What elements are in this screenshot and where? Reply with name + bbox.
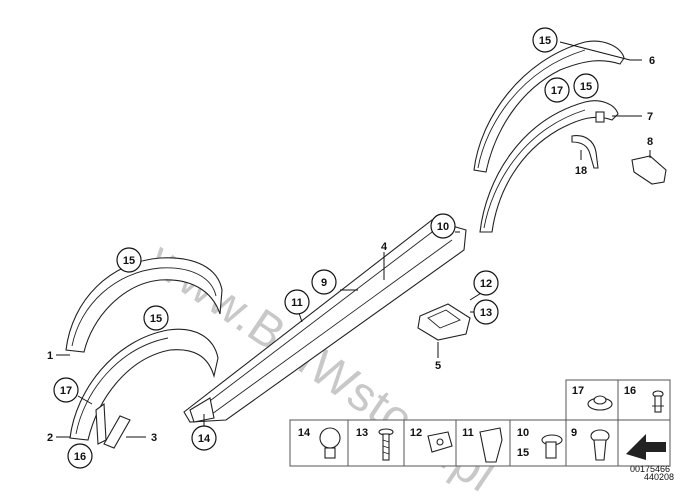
callout-17-rear: 17 (551, 85, 563, 97)
legend-9: 9 (571, 427, 577, 439)
callout-15-rear-upper: 15 (539, 35, 551, 47)
jack-pad (417, 303, 471, 341)
callout-7: 7 (647, 111, 653, 123)
callout-5: 5 (435, 360, 441, 372)
callout-6: 6 (649, 55, 655, 67)
legend-17: 17 (572, 385, 584, 397)
direction-arrow-icon (626, 434, 666, 460)
callout-16: 16 (74, 451, 86, 463)
wheel-arch-front-lower (69, 328, 219, 445)
callout-14: 14 (198, 433, 211, 445)
callout-18: 18 (575, 165, 587, 177)
side-sill-cover (183, 219, 467, 423)
push-rivet-16-icon (652, 390, 664, 413)
legend-14: 14 (298, 427, 311, 439)
fastener-legend: 17 16 14 13 12 11 10 15 9 (289, 379, 671, 467)
parts-diagram: 15 6 17 15 7 8 18 10 4 9 11 12 13 5 15 1… (47, 27, 674, 482)
legend-10: 10 (517, 427, 529, 439)
callout-15-front-upper: 15 (123, 255, 135, 267)
screw-13-icon (378, 428, 394, 461)
leader-lines (56, 41, 651, 438)
callout-9: 9 (321, 277, 327, 289)
callout-11: 11 (291, 297, 303, 309)
callout-1: 1 (47, 350, 53, 362)
clip-11-icon (479, 427, 503, 463)
callout-15-front-lower: 15 (150, 313, 162, 325)
callout-10: 10 (437, 221, 449, 233)
callout-13: 13 (480, 307, 492, 319)
cover-piece (631, 155, 667, 185)
small-bracket (103, 415, 131, 449)
expanding-rivet-10-15-icon (541, 434, 563, 459)
callouts: 15 6 17 15 7 8 18 10 4 9 11 12 13 5 15 1… (47, 27, 655, 469)
clip-17-icon (587, 395, 613, 411)
image-number: 440208 (644, 472, 674, 482)
legend-15: 15 (517, 447, 529, 459)
clip-9-icon (590, 429, 610, 461)
legend-11: 11 (462, 427, 474, 439)
clip-nut-14-icon (319, 427, 341, 459)
callout-4: 4 (381, 241, 388, 253)
callout-17-front: 17 (60, 385, 72, 397)
legend-13: 13 (356, 427, 368, 439)
callout-15-rear-lower: 15 (580, 81, 592, 93)
callout-8: 8 (647, 136, 653, 148)
legend-16: 16 (624, 385, 636, 397)
trim-strip (571, 135, 599, 169)
callout-12: 12 (480, 278, 492, 290)
callout-3: 3 (151, 432, 157, 444)
legend-12: 12 (410, 427, 422, 439)
wheel-arch-front-upper (65, 257, 223, 353)
wheel-arch-rear-lower (479, 100, 619, 233)
drawing-number: 00175466 (630, 464, 670, 474)
spring-nut-12-icon (427, 431, 453, 453)
callout-2: 2 (47, 432, 53, 444)
